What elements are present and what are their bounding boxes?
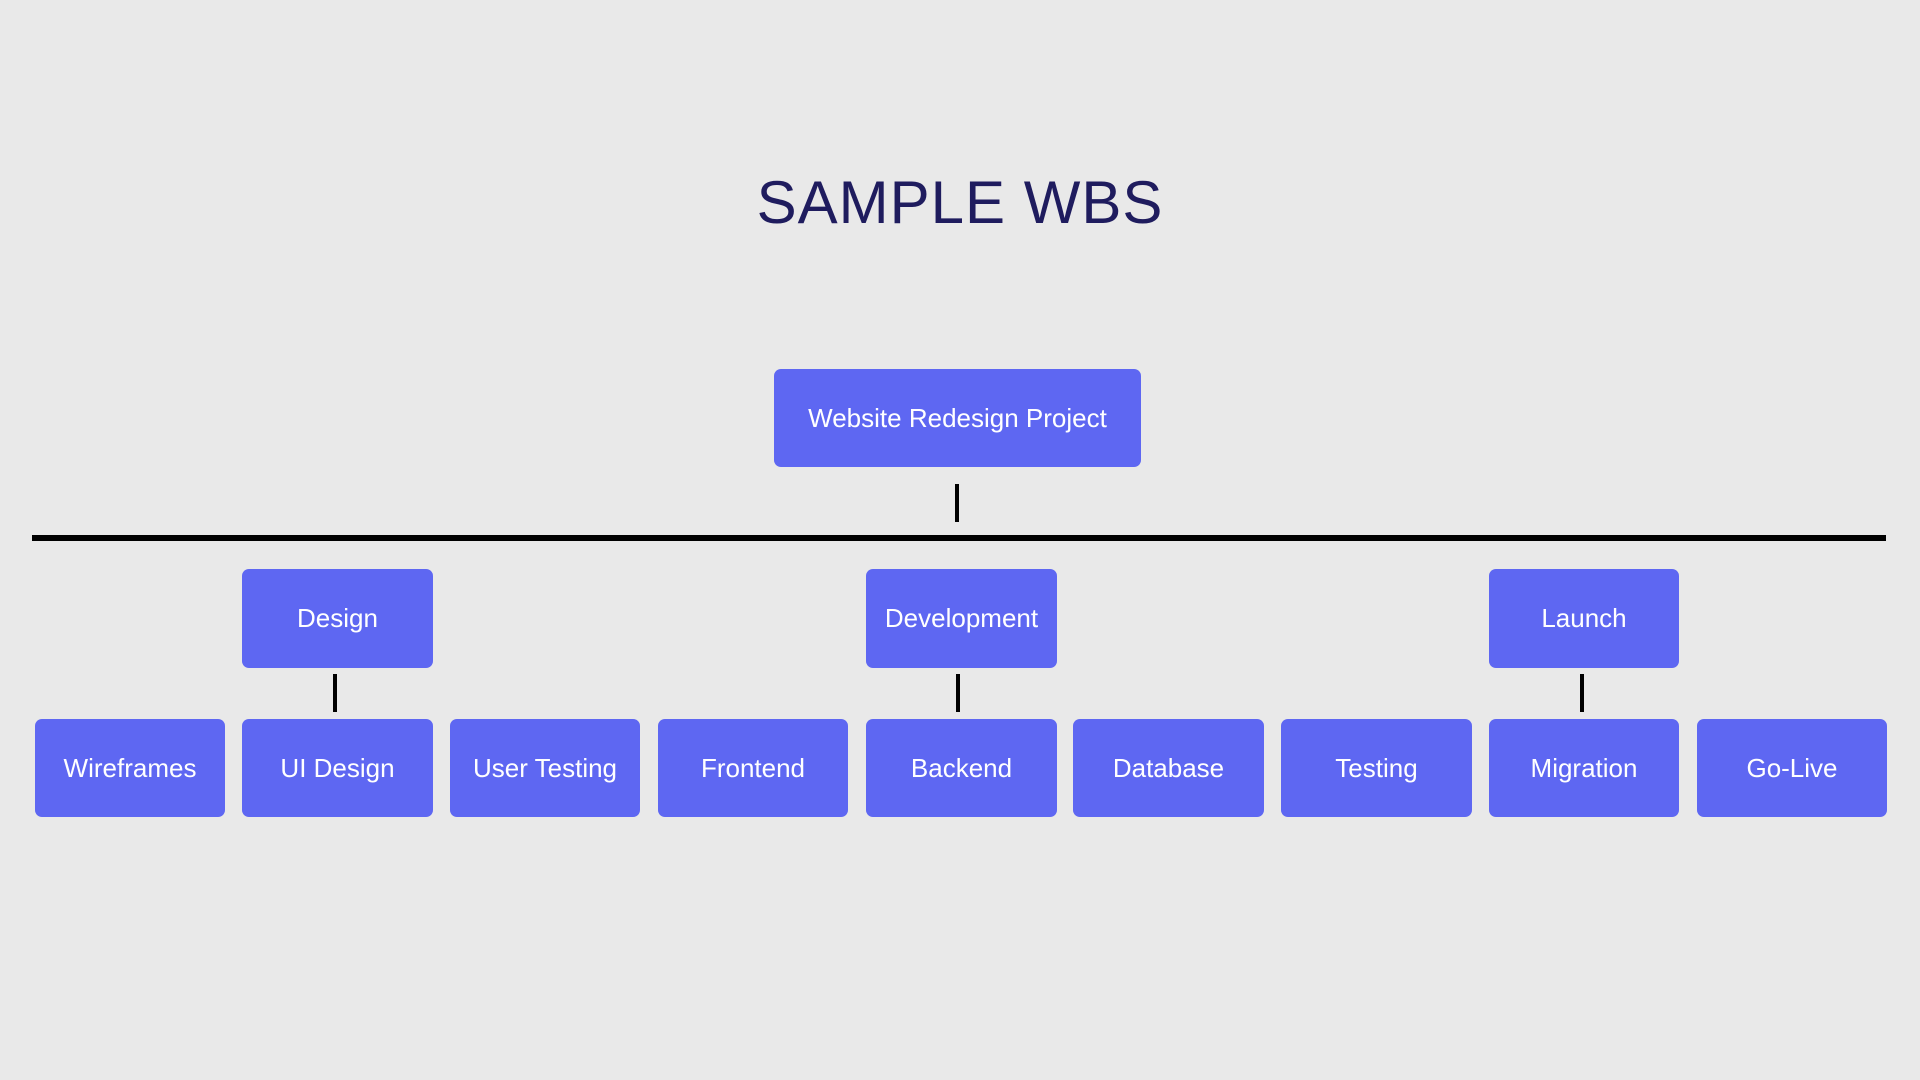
task-node-wireframes: Wireframes xyxy=(35,719,225,817)
task-node-migration: Migration xyxy=(1489,719,1679,817)
task-node-database: Database xyxy=(1073,719,1264,817)
phase-node-launch: Launch xyxy=(1489,569,1679,668)
root-node: Website Redesign Project xyxy=(774,369,1141,467)
diagram-title: SAMPLE WBS xyxy=(756,169,1164,236)
task-node-ui-design: UI Design xyxy=(242,719,433,817)
connector-development xyxy=(956,674,960,712)
task-node-frontend: Frontend xyxy=(658,719,848,817)
connector-root xyxy=(955,484,959,522)
task-node-go-live: Go-Live xyxy=(1697,719,1887,817)
connector-bus xyxy=(32,535,1886,541)
phase-node-development: Development xyxy=(866,569,1057,668)
connector-design xyxy=(333,674,337,712)
connector-launch xyxy=(1580,674,1584,712)
phase-node-design: Design xyxy=(242,569,433,668)
task-node-backend: Backend xyxy=(866,719,1057,817)
task-node-user-testing: User Testing xyxy=(450,719,640,817)
task-node-testing: Testing xyxy=(1281,719,1472,817)
